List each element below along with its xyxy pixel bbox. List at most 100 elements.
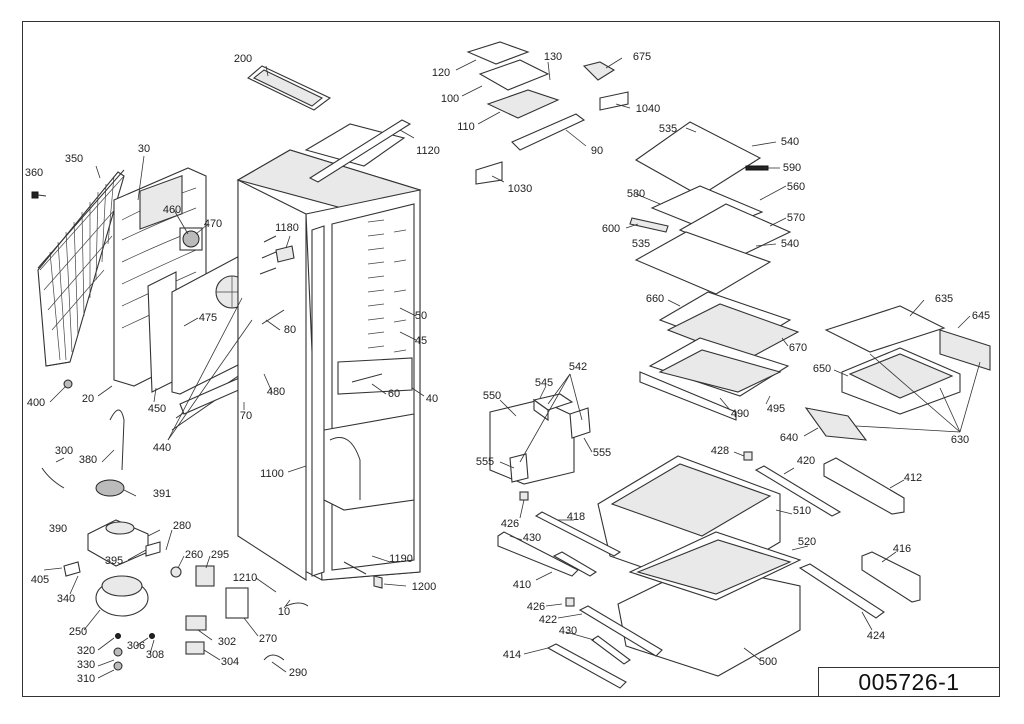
callout-label: 570 (786, 212, 806, 224)
callout-label: 1120 (416, 145, 440, 157)
top-frame-part (304, 119, 412, 183)
callout-label: 306 (126, 640, 146, 652)
callout-label: 50 (414, 310, 428, 322)
callout-label: 550 (482, 390, 502, 402)
freezer-drawer (804, 305, 991, 441)
screw-part (31, 191, 47, 199)
callout-label: 520 (797, 536, 817, 548)
callout-label: 340 (56, 593, 76, 605)
callout-label: 475 (198, 312, 218, 324)
compressor-parts (41, 235, 383, 671)
callout-label: 650 (812, 363, 832, 375)
callout-label: 1040 (635, 103, 661, 115)
callout-label: 630 (950, 434, 970, 446)
callout-label: 120 (431, 67, 451, 79)
callout-label: 350 (64, 153, 84, 165)
callout-label: 100 (440, 93, 460, 105)
callout-label: 600 (601, 223, 621, 235)
callout-label: 300 (54, 445, 74, 457)
callout-label: 110 (457, 121, 475, 133)
callout-label: 1200 (411, 581, 437, 593)
callout-label: 470 (203, 218, 223, 230)
callout-label: 30 (137, 143, 151, 155)
condenser-coil (37, 169, 125, 367)
callout-label: 430 (522, 532, 542, 544)
callout-label: 535 (658, 123, 678, 135)
callout-label: 70 (239, 410, 253, 422)
callout-label: 1180 (275, 222, 299, 234)
callout-label: 640 (779, 432, 799, 444)
callout-label: 440 (152, 442, 172, 454)
callout-label: 450 (147, 403, 167, 415)
callout-label: 418 (566, 511, 586, 523)
callout-label: 360 (24, 167, 44, 179)
callout-label: 380 (78, 454, 98, 466)
callout-label: 308 (145, 649, 165, 661)
callout-label: 542 (568, 361, 588, 373)
callout-label: 460 (162, 204, 182, 216)
callout-label: 412 (903, 472, 923, 484)
cabinet-body (236, 149, 422, 582)
callout-label: 405 (30, 574, 50, 586)
callout-label: 426 (500, 518, 520, 530)
callout-label: 1190 (389, 553, 413, 565)
callout-label: 395 (104, 555, 124, 567)
callout-label: 310 (76, 673, 96, 685)
callout-label: 390 (48, 523, 68, 535)
callout-label: 500 (758, 656, 778, 668)
crisper-drawers (597, 455, 802, 677)
callout-label: 430 (558, 625, 578, 637)
callout-label: 428 (710, 445, 730, 457)
callout-label: 510 (792, 505, 812, 517)
callout-label: 555 (475, 456, 495, 468)
callout-label: 490 (730, 408, 750, 420)
callout-label: 635 (934, 293, 954, 305)
callout-label: 304 (220, 656, 240, 668)
callout-label: 416 (892, 543, 912, 555)
callout-label: 1030 (507, 183, 533, 195)
callout-label: 20 (81, 393, 95, 405)
callout-label: 420 (796, 455, 816, 467)
callout-label: 645 (971, 310, 991, 322)
drawing-frame (22, 21, 1000, 697)
callout-label: 422 (538, 614, 558, 626)
callout-label: 424 (866, 630, 886, 642)
callout-label: 10 (277, 606, 291, 618)
callout-label: 414 (502, 649, 522, 661)
callout-label: 410 (512, 579, 532, 591)
callout-label: 295 (210, 549, 230, 561)
callout-label: 391 (152, 488, 172, 500)
callout-label: 580 (626, 188, 646, 200)
callout-label: 426 (526, 601, 546, 613)
callout-label: 330 (76, 659, 96, 671)
callout-label: 535 (631, 238, 651, 250)
callout-label: 45 (414, 335, 428, 347)
callout-label: 290 (288, 667, 308, 679)
callout-label: 40 (425, 393, 439, 405)
callout-label: 130 (543, 51, 563, 63)
callout-label: 250 (68, 626, 88, 638)
callout-label: 80 (283, 324, 297, 336)
callout-label: 302 (217, 636, 237, 648)
callout-label: 540 (780, 136, 800, 148)
callout-label: 1210 (232, 572, 258, 584)
callout-label: 320 (76, 645, 96, 657)
callout-label: 660 (645, 293, 665, 305)
callout-label: 540 (780, 238, 800, 250)
control-panel-parts (466, 41, 629, 185)
callout-label: 280 (172, 520, 192, 532)
door-shelf-bins (489, 393, 591, 485)
callout-label: 60 (387, 388, 401, 400)
rails-brackets (497, 451, 921, 689)
callout-label: 560 (786, 181, 806, 193)
glass-shelves (629, 121, 800, 421)
document-number: 005726-1 (858, 668, 960, 695)
callout-label: 1100 (260, 468, 284, 480)
callout-label: 480 (266, 386, 286, 398)
leader-lines (43, 57, 981, 679)
callout-label: 90 (590, 145, 604, 157)
callout-label: 545 (534, 377, 554, 389)
document-number-box: 005726-1 (818, 667, 1000, 697)
